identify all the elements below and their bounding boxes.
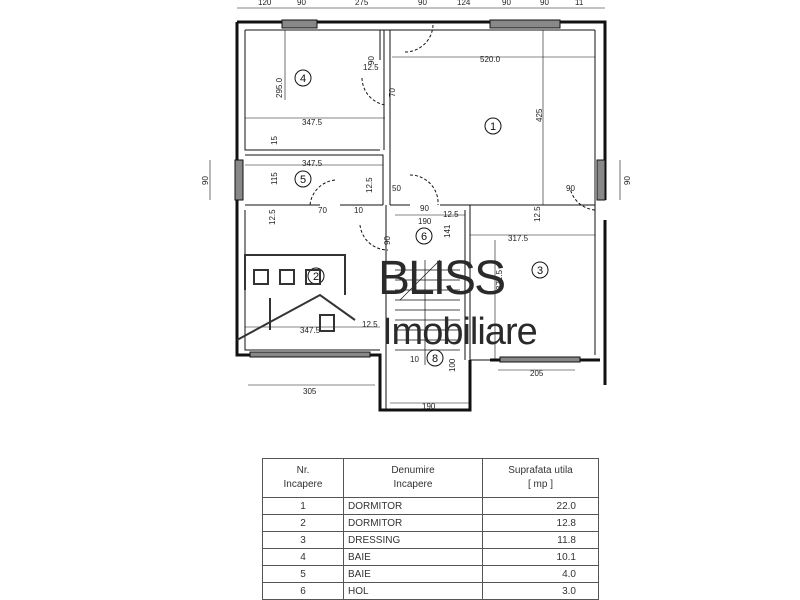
window xyxy=(489,19,561,29)
dim: 141 xyxy=(443,224,452,238)
dim: 90 xyxy=(623,176,632,185)
room-labels: 1 2 3 4 5 6 8 xyxy=(294,69,549,367)
dim: 190 xyxy=(418,217,432,226)
dim: 100 xyxy=(448,358,457,372)
dim: 520.0 xyxy=(480,55,501,64)
dim: 12.5 xyxy=(533,206,542,222)
dim: 305 xyxy=(303,387,317,396)
svg-text:2: 2 xyxy=(313,271,319,283)
dim: 90 xyxy=(383,236,392,245)
dim: 90 xyxy=(367,56,376,65)
dim: 10 xyxy=(354,206,363,215)
dim: 120 xyxy=(258,0,272,7)
dim: 295.0 xyxy=(275,77,284,98)
dim: 347.5 xyxy=(302,159,323,168)
dimension-lines xyxy=(209,7,621,404)
header-area: Suprafata utila[ mp ] xyxy=(482,458,599,498)
dim: 205 xyxy=(530,369,544,378)
window xyxy=(499,356,581,363)
watermark-subtitle: Imobiliare xyxy=(382,311,537,353)
dim: 90 xyxy=(201,176,210,185)
dim: 10 xyxy=(410,355,419,364)
dim: 90 xyxy=(540,0,549,7)
room-number-8: 8 xyxy=(426,349,444,367)
window xyxy=(281,19,318,29)
dim: 70 xyxy=(318,206,327,215)
svg-text:6: 6 xyxy=(421,231,427,243)
dim: 12.5 xyxy=(268,209,277,225)
dim: 12.5 xyxy=(443,210,459,219)
dimension-labels: 120 90 275 90 124 90 90 11 295.0 347.5 1… xyxy=(201,0,632,411)
window xyxy=(596,159,606,201)
dim: 90 xyxy=(566,184,575,193)
dim: 11 xyxy=(575,0,584,7)
room-number-4: 4 xyxy=(294,69,312,87)
dim: 70 xyxy=(388,88,397,97)
header-nr: Nr.Incapere xyxy=(262,458,344,498)
window xyxy=(234,159,244,201)
room-number-6: 6 xyxy=(415,227,433,245)
dim: 12.5 xyxy=(363,63,379,72)
floor-plan: 1 2 3 4 5 6 8 120 90 275 90 124 90 90 11… xyxy=(201,0,632,412)
svg-text:3: 3 xyxy=(537,265,543,277)
dim: 90 xyxy=(502,0,511,7)
svg-text:1: 1 xyxy=(490,121,496,133)
watermark-brand: BLISS xyxy=(378,252,504,305)
dim: 90 xyxy=(418,0,427,7)
svg-text:4: 4 xyxy=(300,73,306,85)
outer-wall xyxy=(235,20,607,412)
room-number-5: 5 xyxy=(294,170,312,188)
dim: 372.5 xyxy=(495,269,504,290)
dim: 12.5 xyxy=(362,320,378,329)
dim: 124 xyxy=(457,0,471,7)
room-number-1: 1 xyxy=(484,117,502,135)
window xyxy=(249,351,371,358)
dim: 317.5 xyxy=(508,234,529,243)
dim: 115 xyxy=(270,172,279,185)
dim: 425 xyxy=(535,108,544,122)
dim: 12.5 xyxy=(365,177,374,193)
stairs xyxy=(395,259,460,365)
room-number-3: 3 xyxy=(531,261,549,279)
dim: 275 xyxy=(355,0,369,7)
dim: 50 xyxy=(392,184,401,193)
dim: 347.5 xyxy=(300,326,321,335)
dim: 190 xyxy=(422,402,436,411)
dim: 90 xyxy=(297,0,306,7)
door-swing xyxy=(309,24,596,251)
svg-text:5: 5 xyxy=(300,174,306,186)
watermark-logo xyxy=(236,254,356,341)
dim: 90 xyxy=(420,204,429,213)
svg-text:8: 8 xyxy=(432,353,438,365)
dim: 347.5 xyxy=(302,118,323,127)
inner-wall xyxy=(244,29,596,410)
dim: 15 xyxy=(270,136,279,145)
